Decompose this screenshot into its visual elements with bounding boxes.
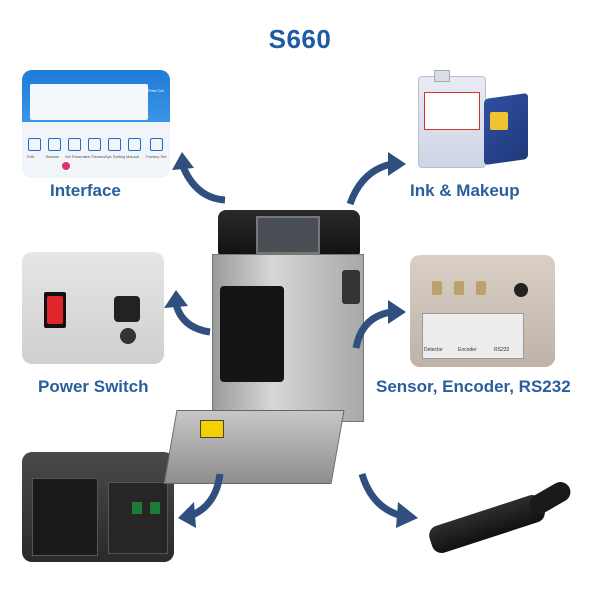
menu-label-ink-params: Ink Params xyxy=(85,154,106,159)
sensor-encoder-rs232-image: Detector Encoder RS232 xyxy=(410,255,555,367)
arrow-to-interface xyxy=(172,152,226,204)
factory-set-icon xyxy=(150,138,163,151)
arrow-to-power-switch xyxy=(164,290,211,336)
circuit-board-2 xyxy=(150,502,160,514)
ink-makeup-label: Ink & Makeup xyxy=(410,181,520,200)
printer-screen xyxy=(256,216,320,254)
ink-makeup-image xyxy=(410,70,532,170)
arrow-to-sensor xyxy=(352,300,406,349)
internal-view-image xyxy=(22,452,174,562)
circuit-board-1 xyxy=(132,502,142,514)
menu-label-browse: Browse xyxy=(46,154,60,159)
edit-icon xyxy=(28,138,41,151)
print-head-image xyxy=(420,478,575,556)
print-head-cable xyxy=(525,478,575,518)
port-panel xyxy=(422,313,524,359)
sys-setting-icon xyxy=(108,138,121,151)
port-label-detector: Detector xyxy=(424,347,443,353)
menu-label-factory-set: Factory Set xyxy=(146,154,167,159)
printer-image xyxy=(163,210,390,500)
port-label-encoder: Encoder xyxy=(458,347,477,353)
arrow-to-print-head xyxy=(358,472,418,528)
ink-bottle-label xyxy=(424,92,480,130)
blank-port xyxy=(514,283,528,297)
printer-side-connector xyxy=(342,270,360,304)
arrow-to-internal-view xyxy=(178,473,224,528)
internal-module-right xyxy=(108,482,168,554)
connector-3 xyxy=(476,281,486,295)
warning-label xyxy=(200,420,224,438)
usb-port xyxy=(114,296,140,322)
sensor-label: Sensor, Encoder, RS232 xyxy=(376,377,571,396)
interface-display-area xyxy=(30,84,148,120)
interface-image: Print Cnt Edit Browse Sel Params Ink Par… xyxy=(22,70,170,178)
interface-label: Interface xyxy=(50,181,121,200)
ink-bottle-cap xyxy=(434,70,450,82)
menu-label-manual: Manual xyxy=(126,154,140,159)
power-switch-label: Power Switch xyxy=(38,377,149,396)
makeup-cartridge-port xyxy=(490,112,508,130)
power-switch-rocker xyxy=(47,296,63,324)
usb-cap xyxy=(120,328,136,344)
connector-1 xyxy=(432,281,442,295)
menu-label-edit: Edit xyxy=(27,154,34,159)
power-switch-image xyxy=(22,252,164,364)
menu-label-sel-params: Sel Params xyxy=(65,154,86,159)
manual-icon xyxy=(128,138,141,151)
port-label-rs232: RS232 xyxy=(494,347,510,353)
menu-label-sys-setting: Sys Setting xyxy=(105,154,126,159)
printer-ink-module xyxy=(220,286,284,382)
product-title: S660 xyxy=(268,24,332,54)
sel-params-icon xyxy=(68,138,81,151)
connector-2 xyxy=(454,281,464,295)
alert-dot xyxy=(62,162,70,170)
interface-top-right-label: Print Cnt xyxy=(148,88,164,93)
browse-icon xyxy=(48,138,61,151)
arrow-to-ink-makeup xyxy=(346,152,406,206)
ink-params-icon xyxy=(88,138,101,151)
internal-module-left xyxy=(32,478,98,556)
